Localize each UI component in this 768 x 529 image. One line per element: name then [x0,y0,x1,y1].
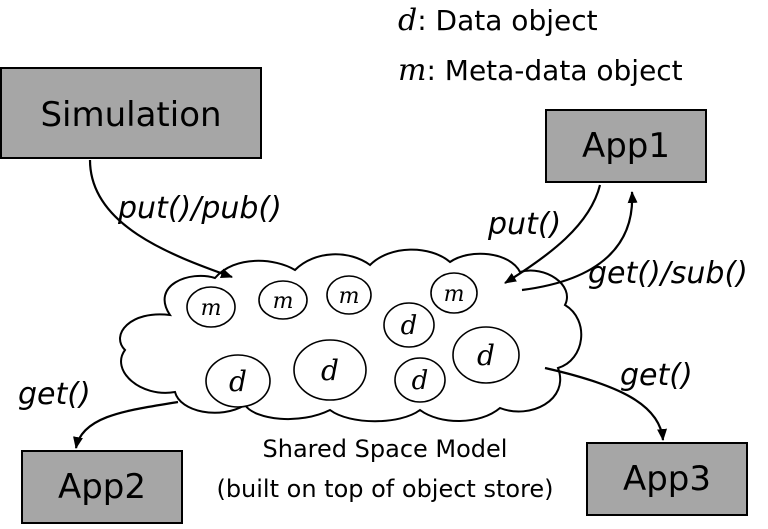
arrow-space-to-app3 [544,366,668,441]
meta-object: m [326,275,372,315]
data-object: d [452,326,520,384]
data-object: d [394,357,446,403]
svg-text:d: d [321,354,339,387]
app2-box: App2 [21,450,183,524]
label-app3-get: get() [620,358,693,393]
svg-text:m: m [444,282,465,307]
app2-label: App2 [58,467,146,507]
svg-text:d: d [412,366,429,396]
legend-m-text: : Meta-data object [426,54,682,87]
label-app1-get-sub: get()/sub() [588,256,748,291]
legend-d-text: : Data object [417,4,597,37]
app3-box: App3 [586,442,748,516]
label-app2-get: get() [18,377,91,412]
arrow-simulation-to-space [88,159,233,279]
svg-text:d: d [477,339,495,372]
svg-text:m: m [201,296,222,321]
cloud-subtitle: (built on top of object store) [216,475,553,503]
meta-object: m [430,272,478,314]
simulation-box: Simulation [0,67,262,159]
legend-m-symbol: m [398,53,426,88]
arrow-app1-get-sub [521,191,638,292]
label-app1-put: put() [487,207,561,242]
data-object: d [383,302,435,348]
app1-label: App1 [582,126,670,166]
arrow-space-to-app2 [73,400,179,449]
meta-object: m [186,286,236,328]
svg-text:d: d [401,311,418,341]
svg-text:m: m [339,284,360,309]
legend-m-entry: m: Meta-data object [398,53,683,88]
svg-text:d: d [229,365,247,398]
arrow-app1-put [504,184,602,284]
cloud-title: Shared Space Model [263,435,508,463]
simulation-label: Simulation [40,95,221,135]
legend-d-symbol: d [398,3,417,38]
legend: d: Data object m: Meta-data object [398,3,683,88]
app3-label: App3 [623,459,711,499]
data-object: d [293,339,367,401]
app1-box: App1 [545,109,707,183]
svg-text:m: m [273,289,294,314]
data-object: d [205,354,271,408]
legend-d-entry: d: Data object [398,3,598,38]
label-put-pub: put()/pub() [117,191,282,226]
meta-object: m [258,280,308,320]
